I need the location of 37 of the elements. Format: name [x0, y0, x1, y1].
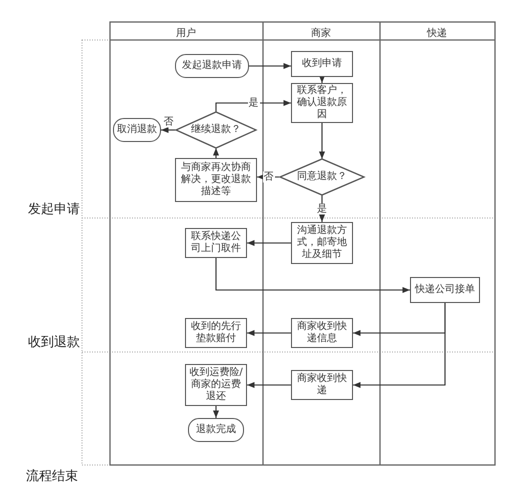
arrow [247, 240, 291, 246]
lane-header: 用户 [176, 26, 196, 40]
edge-label: 是 [248, 98, 260, 108]
arrow [215, 258, 410, 294]
process-box: 联系客户，确认退款原因 [291, 83, 353, 123]
arrow [249, 62, 291, 70]
arrow [212, 148, 220, 158]
process-box: 收到运费险/商家的运费退还 [185, 364, 247, 406]
process-box: 商家收到快递 [291, 370, 353, 400]
decision-text: 继续退款？ [190, 124, 242, 136]
edge-label: 否 [262, 172, 274, 182]
process-box: 商家收到快递信息 [291, 318, 353, 348]
process-box: 联系快递公司上门取件 [185, 228, 247, 258]
arrow [215, 100, 291, 112]
process-box: 收到的先行垫款赔付 [185, 318, 247, 348]
arrow [318, 75, 326, 83]
phase-label: 收到退款 [28, 334, 80, 351]
process-box: 与商家再次协商解决，更改退款描述等 [175, 158, 257, 202]
terminal-box: 发起退款申请 [175, 54, 249, 78]
lane-header: 商家 [311, 26, 331, 40]
arrow [247, 382, 291, 388]
process-box: 快递公司接单 [410, 277, 480, 303]
terminal-box: 取消退款 [113, 118, 161, 142]
phase-label: 流程结束 [26, 468, 78, 485]
lane-header: 快递 [427, 26, 447, 40]
decision-text: 同意退款？ [296, 171, 348, 183]
edge-label: 否 [162, 116, 174, 128]
arrow [318, 123, 326, 159]
arrow [161, 126, 176, 134]
arrow [247, 330, 291, 336]
process-box: 沟通退款方式，邮寄地址及细节 [291, 222, 353, 264]
phase-label: 发起申请 [28, 201, 80, 218]
edge-label: 是 [316, 203, 328, 214]
arrow [212, 406, 220, 418]
arrow [353, 303, 446, 388]
terminal-box: 退款完成 [188, 418, 244, 442]
process-box: 收到申请 [291, 51, 353, 77]
